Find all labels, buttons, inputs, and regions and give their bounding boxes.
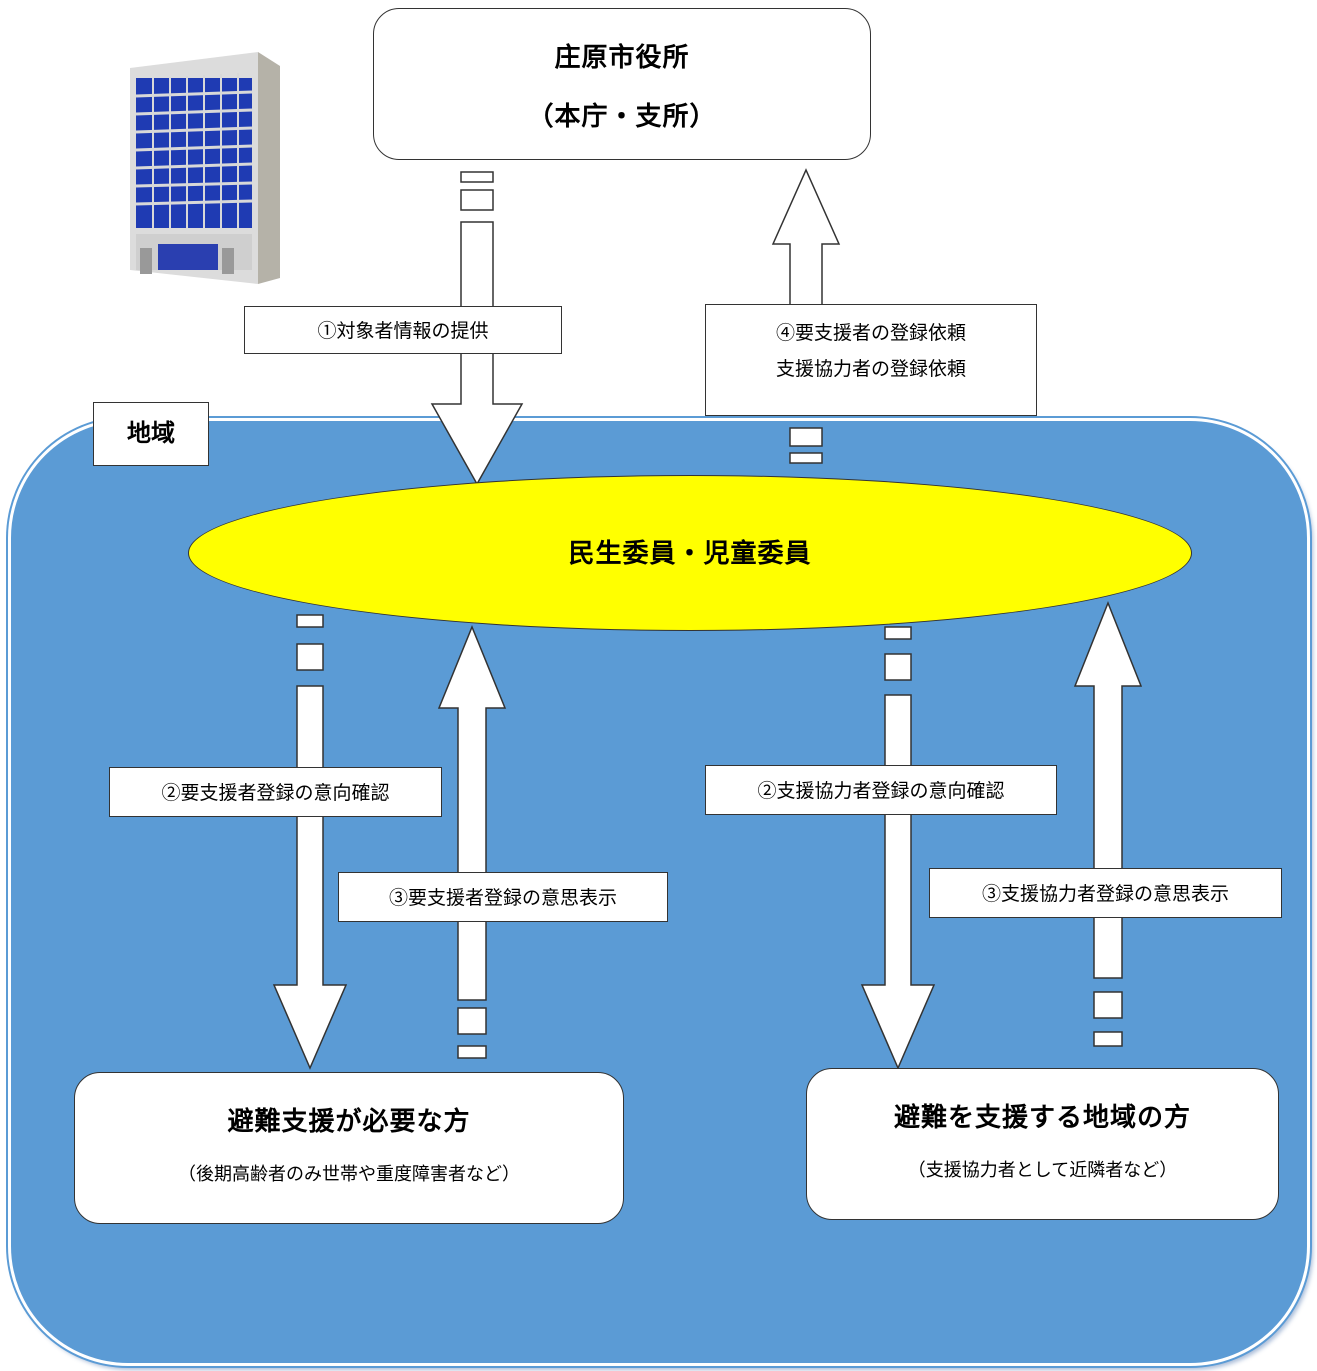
arrow-step2-right-down [860,626,936,1070]
region-tag: 地域 [93,402,209,466]
city-office-subtitle: （本庁・支所） [527,102,717,132]
step3-left-label: ③要支援者登録の意思表示 [338,872,668,922]
support-provider-box: 避難を支援する地域の方 （支援協力者として近隣者など） [806,1068,1279,1220]
committee-ellipse: 民生委員・児童委員 [188,475,1192,631]
need-support-subtitle: （後期高齢者のみ世帯や重度障害者など） [178,1164,520,1185]
arrow-step3-left-up [437,625,507,1059]
step2-right-label: ②支援協力者登録の意向確認 [705,765,1057,815]
step1-label: ①対象者情報の提供 [244,306,562,354]
step4-line1: ④要支援者の登録依頼 [775,322,966,344]
step3-right-label: ③支援協力者登録の意思表示 [929,868,1282,918]
city-office-title: 庄原市役所 [554,43,690,73]
city-office-box: 庄原市役所 （本庁・支所） [373,8,871,160]
need-support-title: 避難支援が必要な方 [227,1107,471,1137]
need-support-box: 避難支援が必要な方 （後期高齢者のみ世帯や重度障害者など） [74,1072,624,1224]
step2-left-label: ②要支援者登録の意向確認 [109,767,442,817]
support-provider-subtitle: （支援協力者として近隣者など） [907,1160,1178,1181]
office-building-icon [130,52,280,284]
step4-label: ④要支援者の登録依頼 支援協力者の登録依頼 [705,304,1037,416]
arrow-step3-right-up [1073,600,1143,1047]
step4-line2: 支援協力者の登録依頼 [775,358,966,380]
arrow-step2-left-down [272,614,348,1070]
support-provider-title: 避難を支援する地域の方 [893,1103,1191,1133]
